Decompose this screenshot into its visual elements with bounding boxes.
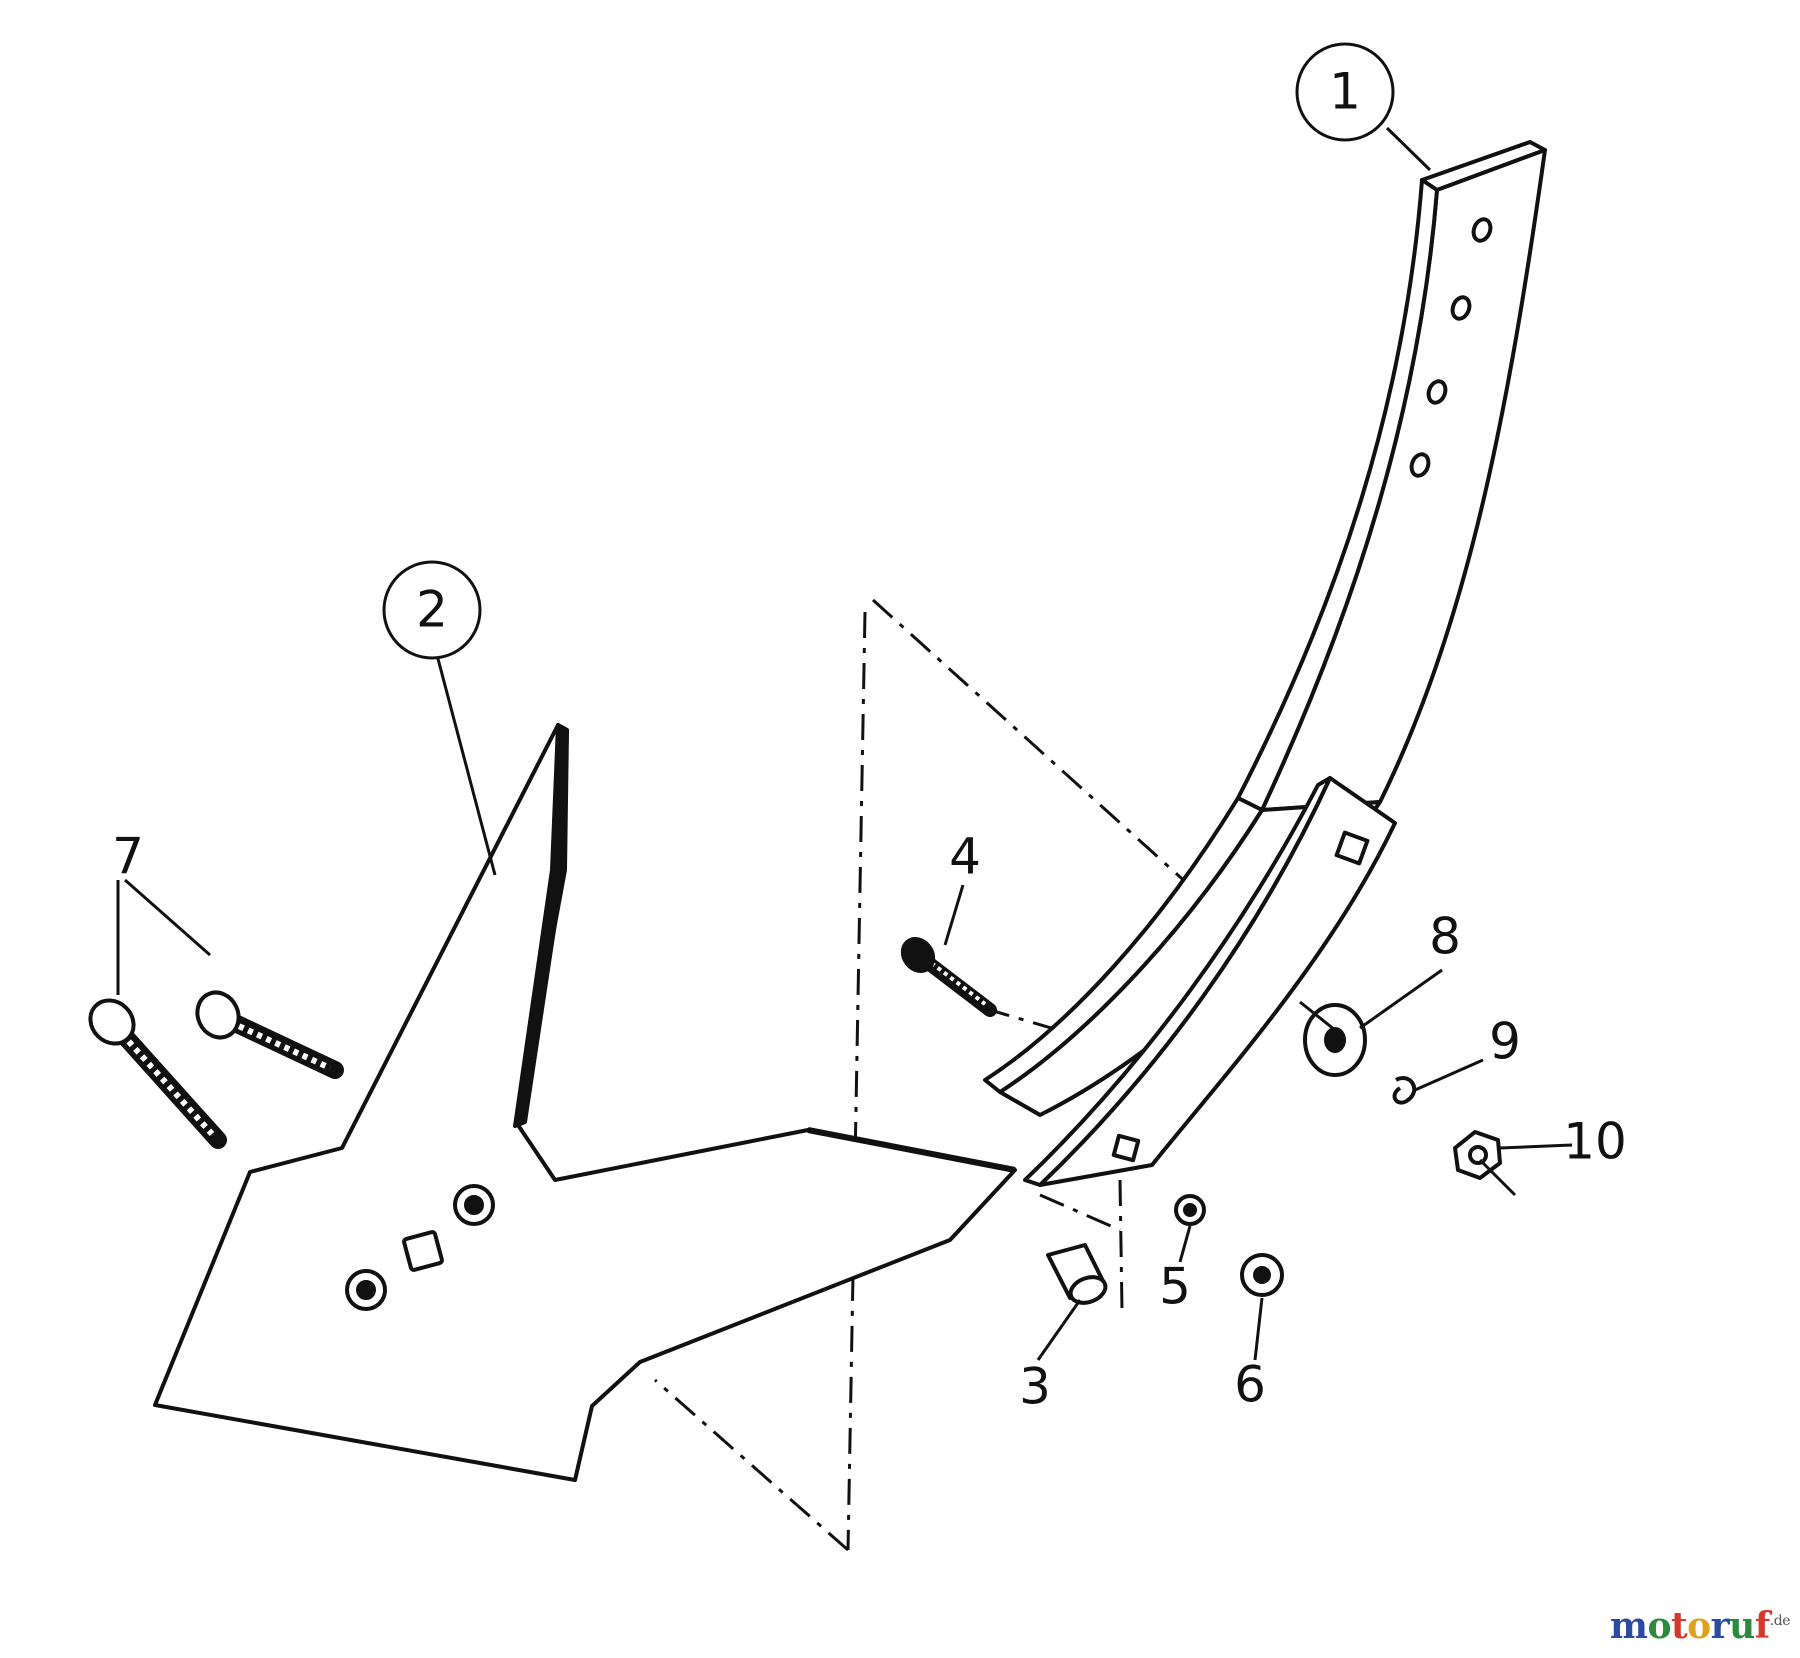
part-9-lock-washer bbox=[1392, 1076, 1417, 1105]
part-6-nut bbox=[1240, 1253, 1284, 1297]
callout-circle bbox=[1295, 42, 1395, 142]
part-3-spacer bbox=[1046, 1243, 1108, 1305]
callout-1-label: 1 bbox=[1329, 63, 1361, 121]
part-4-bolt bbox=[900, 937, 997, 1017]
part-8-washer bbox=[1303, 1003, 1367, 1077]
watermark-letter: f bbox=[1754, 1605, 1771, 1647]
part-5-nut bbox=[1174, 1194, 1206, 1226]
watermark-letter: u bbox=[1729, 1605, 1755, 1647]
callout-1: 1 bbox=[1295, 42, 1395, 142]
callout-9-label: 9 bbox=[1489, 1013, 1521, 1071]
watermark-letter: o bbox=[1647, 1605, 1671, 1647]
leader-lines bbox=[116, 126, 1573, 1361]
shank-guard-plate bbox=[1023, 776, 1397, 1187]
callout-circle bbox=[382, 560, 482, 660]
watermark-letter: t bbox=[1670, 1605, 1688, 1647]
watermark-logo: motoruf.de bbox=[1609, 1605, 1791, 1647]
part-7-bolts bbox=[88, 990, 344, 1149]
watermark-letter: m bbox=[1609, 1605, 1648, 1647]
callout-2: 2 bbox=[382, 560, 482, 660]
callout-2-label: 2 bbox=[416, 581, 448, 639]
callout-6-label: 6 bbox=[1234, 1356, 1266, 1414]
watermark-letter: r bbox=[1710, 1605, 1730, 1647]
part-2-sweep-blade bbox=[153, 723, 1017, 1482]
callout-10-label: 10 bbox=[1563, 1113, 1627, 1171]
callout-3-label: 3 bbox=[1019, 1358, 1051, 1416]
watermark-letter: o bbox=[1687, 1605, 1711, 1647]
callout-5-label: 5 bbox=[1159, 1258, 1191, 1316]
watermark-suffix: .de bbox=[1769, 1613, 1791, 1629]
part-10-hex-nut bbox=[1453, 1130, 1502, 1180]
callout-8-label: 8 bbox=[1429, 908, 1461, 966]
callout-7-label: 7 bbox=[112, 828, 144, 886]
callout-4-label: 4 bbox=[949, 828, 981, 886]
